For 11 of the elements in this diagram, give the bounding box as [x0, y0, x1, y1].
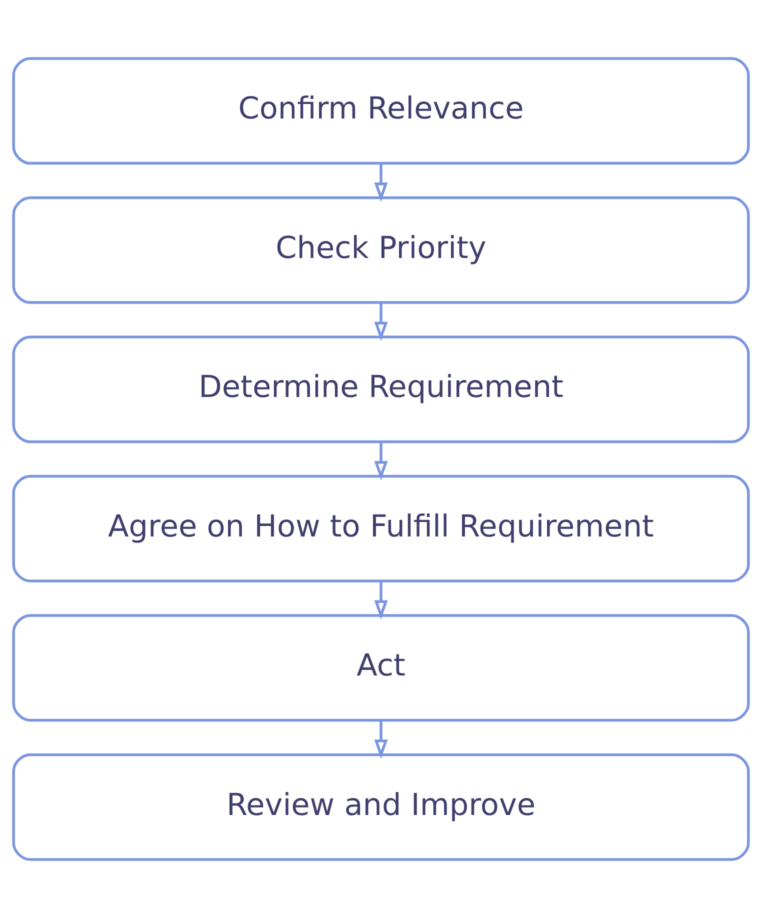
arrow	[374, 580, 388, 620]
node-box: Review and Improve	[12, 752, 750, 860]
node-box: Determine Requirement	[12, 335, 750, 443]
arrow	[374, 302, 388, 341]
arrow	[374, 163, 388, 202]
node-box: Check Priority	[12, 196, 750, 304]
arrow	[374, 441, 388, 480]
node-box: Act	[12, 614, 750, 722]
node-box: Confirm Relevance	[12, 56, 750, 164]
node-box: Agree on How to Fulfill Requirement	[12, 474, 750, 582]
arrow	[374, 720, 388, 758]
